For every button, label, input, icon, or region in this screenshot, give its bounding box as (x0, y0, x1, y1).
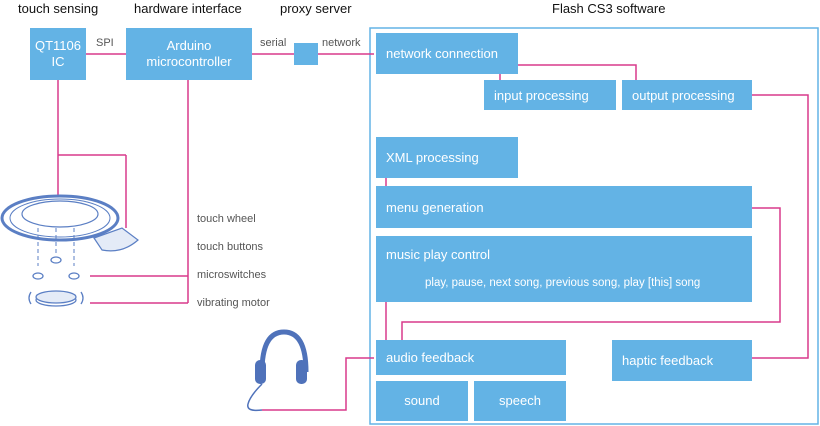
arduino-type: microcontroller (146, 54, 232, 69)
network-connection-box: network connection (376, 33, 518, 74)
output-processing-box: output processing (622, 80, 752, 110)
output-to-haptic-link (752, 94, 809, 359)
qt1106-chip-type: IC (51, 54, 65, 69)
music-play-control-title: music play control (386, 247, 491, 262)
haptic-feedback-box: haptic feedback (612, 340, 752, 381)
touch-wheel-device (0, 194, 139, 266)
audio-feedback-box: audio feedback (376, 340, 566, 375)
qt1106-chip-box: QT1106 IC (30, 28, 86, 80)
vibrating-motor-label: vibrating motor (197, 297, 270, 309)
touch-buttons-label: touch buttons (197, 241, 264, 253)
header-hardware-interface: hardware interface (134, 1, 242, 16)
menu-to-audio-link (401, 207, 781, 340)
serial-label: serial (260, 37, 287, 49)
music-play-control-actions: play, pause, next song, previous song, p… (425, 277, 701, 289)
input-processing-box: input processing (484, 80, 616, 110)
connector-lines (57, 53, 809, 411)
speech-box: speech (474, 381, 566, 421)
touch-wheel-label: touch wheel (197, 213, 256, 225)
arduino-name: Arduino (166, 38, 212, 53)
microswitches-label: microswitches (197, 269, 267, 281)
sound-box: sound (376, 381, 468, 421)
arduino-box: Arduino microcontroller (126, 28, 252, 80)
network-to-output-link (518, 64, 637, 80)
header-proxy-server: proxy server (280, 1, 352, 16)
xml-processing-box: XML processing (376, 137, 518, 178)
network-label: network (322, 37, 361, 49)
header-touch-sensing: touch sensing (18, 1, 99, 16)
audio-to-headphones-link (262, 357, 374, 411)
menu-generation-box: menu generation (376, 186, 752, 228)
header-flash-software: Flash CS3 software (552, 1, 666, 16)
proxy-server-box (294, 43, 318, 65)
microswitch-icons (32, 256, 80, 280)
spi-label: SPI (96, 37, 114, 49)
music-play-control-box: music play control (376, 236, 752, 302)
vibrating-motor-icon (28, 290, 84, 307)
qt1106-chip-name: QT1106 (34, 38, 81, 53)
headphones-icon (247, 329, 309, 412)
flash-software-panel (369, 27, 819, 425)
